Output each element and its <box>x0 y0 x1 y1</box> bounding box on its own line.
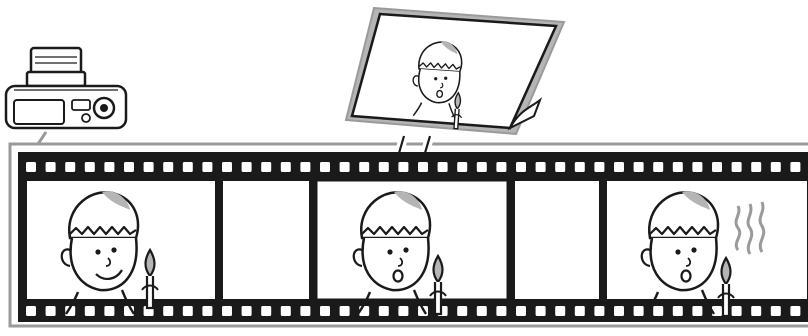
sprocket-hole <box>359 162 369 172</box>
sprocket-hole <box>614 162 624 172</box>
sprocket-hole <box>536 306 546 316</box>
sprocket-hole <box>242 162 252 172</box>
sprocket-hole <box>438 162 448 172</box>
sprocket-hole <box>477 306 487 316</box>
sprocket-hole <box>46 162 56 172</box>
sprocket-hole <box>379 162 389 172</box>
sprocket-hole <box>320 162 330 172</box>
sprocket-hole <box>163 306 173 316</box>
film-frame-4 <box>514 180 600 300</box>
sprocket-hole <box>340 306 350 316</box>
sprocket-hole <box>26 162 36 172</box>
sprocket-hole <box>300 306 310 316</box>
sprocket-hole <box>771 306 781 316</box>
sprocket-hole <box>751 306 761 316</box>
sprocket-hole <box>692 306 702 316</box>
sprocket-hole <box>516 162 526 172</box>
sprocket-hole <box>790 162 800 172</box>
sprocket-hole <box>398 162 408 172</box>
sprocket-hole <box>751 162 761 172</box>
sprocket-hole <box>673 162 683 172</box>
sprocket-hole <box>281 306 291 316</box>
sprocket-hole <box>281 162 291 172</box>
sprocket-hole <box>124 162 134 172</box>
film-frame-5 <box>606 180 808 316</box>
sprocket-hole <box>516 306 526 316</box>
sprocket-hole <box>712 162 722 172</box>
sprocket-hole <box>732 162 742 172</box>
sprocket-hole <box>144 162 154 172</box>
sprocket-hole <box>536 162 546 172</box>
sprocket-hole <box>457 306 467 316</box>
sprocket-hole <box>202 306 212 316</box>
sprocket-hole <box>104 306 114 316</box>
sprocket-hole <box>496 306 506 316</box>
sprocket-hole <box>732 306 742 316</box>
sprocket-hole <box>222 162 232 172</box>
sprocket-hole <box>634 162 644 172</box>
extracted-photo <box>346 8 564 134</box>
sprocket-hole <box>594 162 604 172</box>
sprocket-hole <box>673 306 683 316</box>
sprocket-hole <box>320 306 330 316</box>
sprocket-hole <box>46 306 56 316</box>
film-strip <box>18 152 808 322</box>
sprocket-hole <box>418 162 428 172</box>
sprocket-hole <box>653 162 663 172</box>
sprocket-hole <box>477 162 487 172</box>
sprocket-hole <box>300 162 310 172</box>
sprocket-hole <box>65 162 75 172</box>
sprocket-hole <box>575 162 585 172</box>
sprocket-hole <box>163 162 173 172</box>
sprocket-hole <box>261 162 271 172</box>
compact-camera-icon <box>6 48 126 128</box>
sprocket-hole <box>261 306 271 316</box>
sprocket-hole <box>771 162 781 172</box>
sprocket-hole <box>104 162 114 172</box>
film-frame-3-selected <box>316 180 508 314</box>
sprocket-hole <box>614 306 624 316</box>
sprocket-hole <box>790 306 800 316</box>
sprocket-hole <box>653 306 663 316</box>
sprocket-hole <box>340 162 350 172</box>
sprocket-hole <box>457 162 467 172</box>
sprocket-hole <box>496 162 506 172</box>
sprocket-hole <box>398 306 408 316</box>
sprocket-hole <box>202 162 212 172</box>
sprocket-hole <box>222 306 232 316</box>
sprocket-hole <box>555 306 565 316</box>
sprocket-hole <box>594 306 604 316</box>
sprocket-hole <box>183 162 193 172</box>
sprocket-hole <box>555 162 565 172</box>
sprocket-hole <box>85 306 95 316</box>
sprocket-hole <box>575 306 585 316</box>
sprocket-hole <box>379 306 389 316</box>
sprocket-hole <box>85 162 95 172</box>
sprocket-hole <box>183 306 193 316</box>
sprocket-hole <box>634 306 644 316</box>
sprocket-hole <box>242 306 252 316</box>
sprocket-hole <box>26 306 36 316</box>
film-frame-1 <box>26 180 216 314</box>
sprocket-hole <box>692 162 702 172</box>
film-frame-2 <box>222 180 310 300</box>
